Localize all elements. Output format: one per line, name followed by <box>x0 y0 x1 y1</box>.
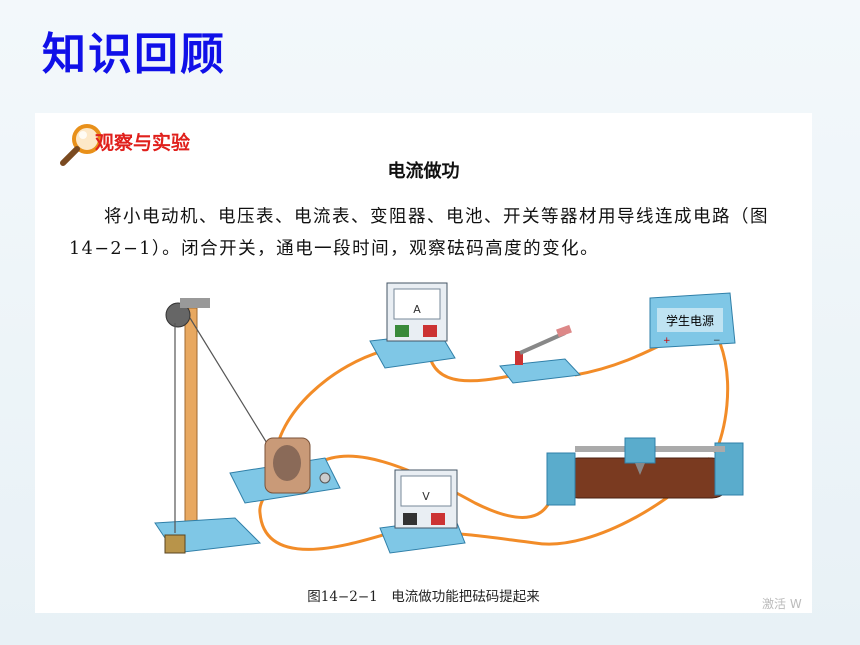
motor <box>229 437 341 504</box>
voltmeter: V <box>379 469 466 554</box>
circuit-illustration: A 学生电源 + − V <box>154 282 744 554</box>
experiment-paragraph: 将小电动机、电压表、电流表、变阻器、电池、开关等器材用导线连成电路（图14−2−… <box>69 207 769 259</box>
observe-experiment-badge: 观察与实验 <box>95 132 191 154</box>
minus-terminal: − <box>713 336 721 346</box>
power-supply-label: 学生电源 <box>666 313 714 328</box>
textbook-panel: 观察与实验 电流做功 将小电动机、电压表、电流表、变阻器、电池、开关等器材用导线… <box>35 113 812 613</box>
voltmeter-symbol: V <box>422 490 430 503</box>
experiment-title: 电流做功 <box>387 161 460 182</box>
rheostat <box>546 437 744 506</box>
knife-switch <box>499 324 582 384</box>
figure-caption: 图14−2−1 电流做功能把砝码提起来 <box>307 589 540 605</box>
ammeter: A <box>369 282 456 369</box>
plus-terminal: + <box>663 336 671 346</box>
pulley-stand <box>154 298 274 554</box>
ammeter-symbol: A <box>413 303 421 316</box>
magnifier-icon <box>60 124 102 166</box>
power-supply: 学生电源 + − <box>649 292 736 349</box>
activation-watermark: 激活 W <box>762 597 802 611</box>
slide-title: 知识回顾 <box>42 29 226 80</box>
